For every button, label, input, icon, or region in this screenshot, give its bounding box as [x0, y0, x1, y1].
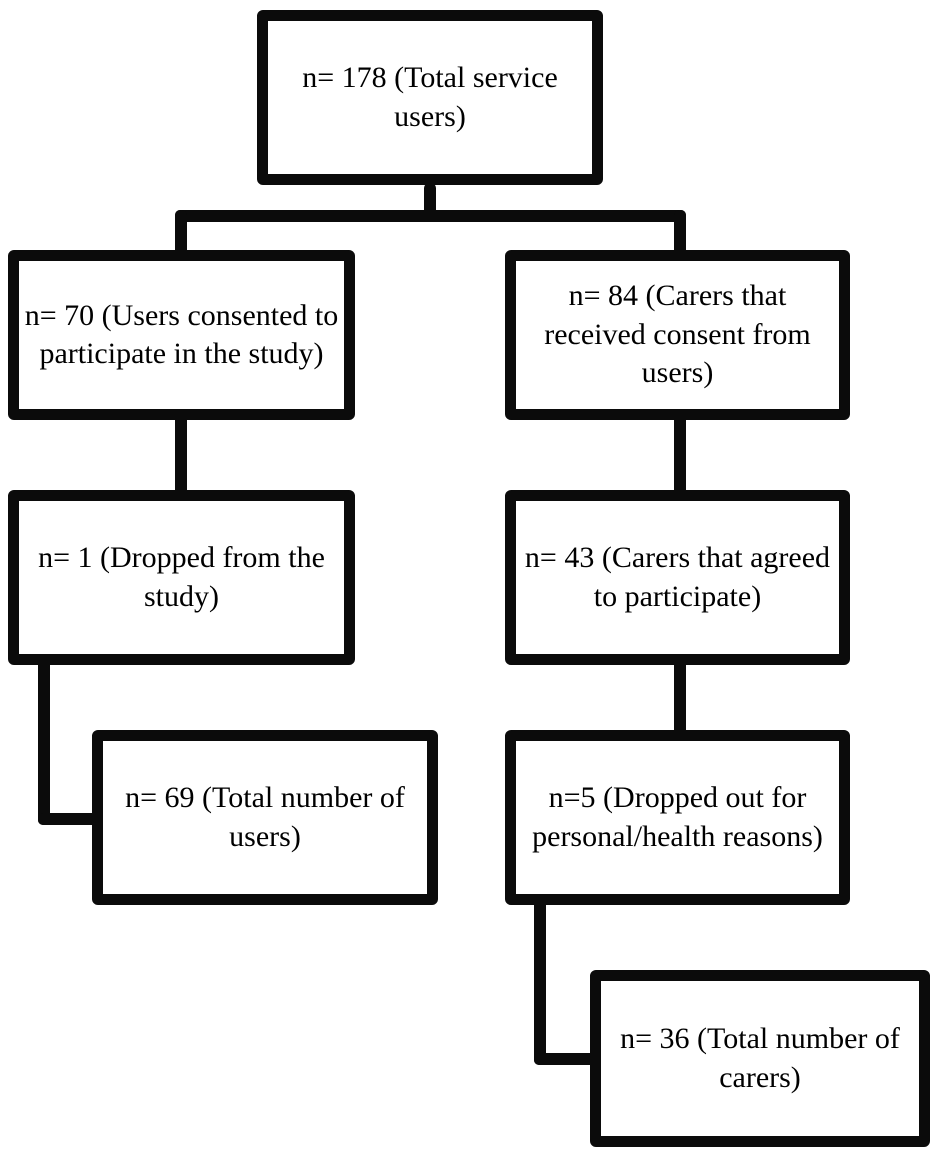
connector-branch-right-down — [674, 210, 686, 260]
node-carers-received-consent: n= 84 (Carers that received consent from… — [505, 250, 850, 420]
connector-users-elbow-vertical — [38, 658, 50, 825]
node-carers-total: n= 36 (Total number of carers) — [590, 970, 930, 1147]
connector-branch-horizontal — [175, 210, 686, 222]
connector-users-consented-to-dropped — [175, 412, 187, 500]
node-total-service-users: n= 178 (Total service users) — [257, 10, 603, 185]
connector-carers-elbow-horizontal — [534, 1053, 600, 1065]
node-carers-dropped: n=5 (Dropped out for personal/health rea… — [505, 730, 850, 905]
connector-carers-agreed-to-dropped — [674, 658, 686, 740]
node-users-consented: n= 70 (Users consented to participate in… — [8, 250, 355, 420]
connector-carers-consent-to-agreed — [674, 412, 686, 500]
connector-branch-left-down — [175, 210, 187, 260]
connector-carers-elbow-vertical — [534, 898, 546, 1065]
node-users-dropped: n= 1 (Dropped from the study) — [8, 490, 355, 665]
connector-users-elbow-horizontal — [38, 813, 102, 825]
node-users-total: n= 69 (Total number of users) — [92, 730, 438, 905]
node-carers-agreed: n= 43 (Carers that agreed to participate… — [505, 490, 850, 665]
